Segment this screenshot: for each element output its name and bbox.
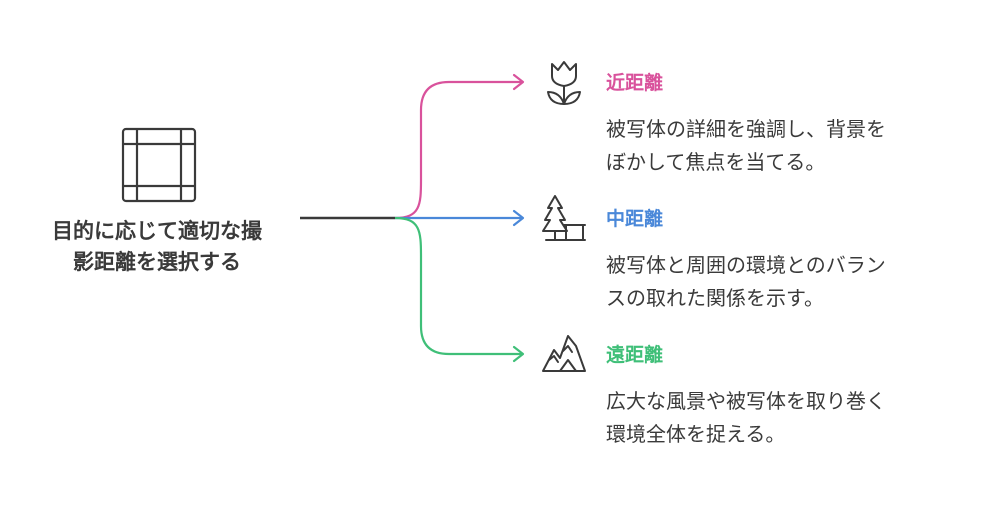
frame-grid-icon (121, 127, 197, 203)
root-label-line2: 影距離を選択する (73, 250, 241, 274)
branch-title-near: 近距離 (606, 72, 664, 94)
connector-far (394, 216, 522, 356)
branch-title-far: 遠距離 (606, 344, 664, 366)
branch-desc-far-line1: 広大な風景や被写体を取り巻く (606, 389, 886, 413)
branch-desc-near-line2: ぼかして焦点を当てる。 (606, 150, 826, 174)
root-label-line1: 目的に応じて適切な撮 (52, 219, 262, 243)
branch-desc-far-line2: 環境全体を捉える。 (606, 422, 786, 446)
branch-desc-mid: 被写体と周囲の環境とのバラン スの取れた関係を示す。 (606, 249, 976, 315)
root-label: 目的に応じて適切な撮 影距離を選択する (22, 216, 292, 278)
branch-title-mid: 中距離 (606, 208, 664, 230)
tulip-icon (547, 61, 581, 105)
mountain-icon (542, 335, 586, 372)
arrowhead-mid (512, 209, 525, 227)
branch-desc-mid-line2: スの取れた関係を示す。 (606, 286, 824, 310)
branch-desc-mid-line1: 被写体と周囲の環境とのバラン (606, 253, 886, 277)
branch-desc-near-line1: 被写体の詳細を強調し、背景を (606, 117, 886, 141)
connector-near (394, 80, 522, 220)
tree-bench-icon (542, 195, 586, 241)
branch-desc-far: 広大な風景や被写体を取り巻く 環境全体を捉える。 (606, 385, 976, 451)
arrowhead-near (512, 73, 525, 91)
branch-desc-near: 被写体の詳細を強調し、背景を ぼかして焦点を当てる。 (606, 113, 976, 179)
arrowhead-far (512, 345, 525, 363)
